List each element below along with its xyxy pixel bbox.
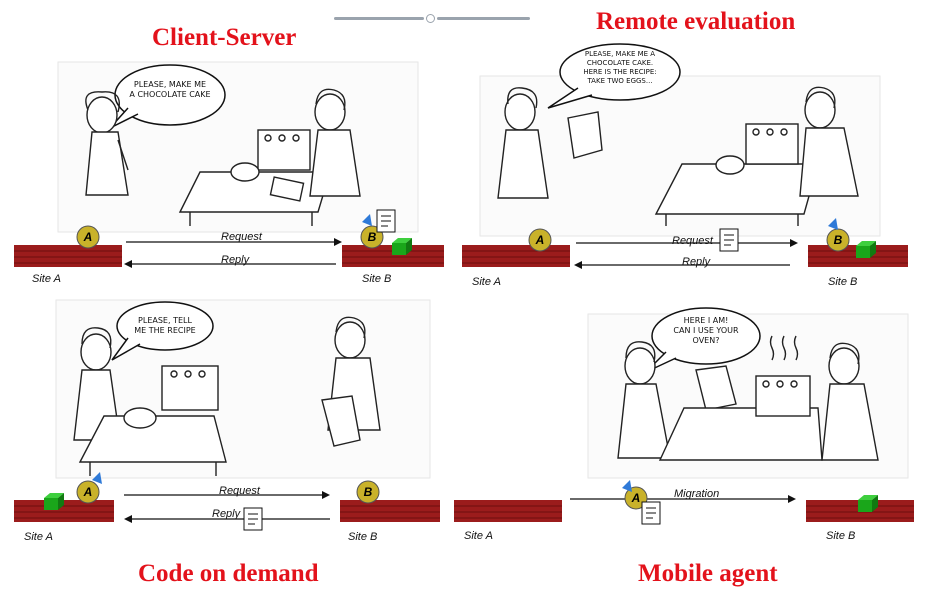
- site-a-label-3: Site A: [24, 531, 53, 543]
- platform-site-a: [462, 245, 570, 267]
- node-a-letter: A: [83, 485, 93, 499]
- recipe-sheet: [567, 111, 603, 159]
- pencil-icon: [622, 480, 632, 492]
- woman-a-figure: [497, 87, 603, 199]
- green-cube-icon: [392, 238, 412, 255]
- pencil-icon: [92, 472, 102, 484]
- woman-b-figure: [309, 88, 361, 197]
- woman-b-figure: [799, 86, 859, 197]
- platform-site-a: [454, 500, 562, 522]
- kitchen-table: [654, 123, 819, 226]
- scroll-track-right: [437, 17, 530, 20]
- title-client-server: Client-Server: [152, 24, 297, 51]
- label-request-2: Request: [672, 235, 713, 247]
- reply-arrowhead: [124, 515, 132, 523]
- label-reply-1: Reply: [221, 254, 250, 266]
- site-a-label-2: Site A: [472, 276, 501, 288]
- migration-arrowhead: [788, 495, 796, 503]
- title-mobile-agent: Mobile agent: [638, 560, 778, 587]
- bubble-code-on-demand: PLEASE, TELL ME THE RECIPE: [134, 316, 196, 335]
- code-on-demand-scene: A B: [14, 299, 440, 531]
- pencil-icon: [362, 214, 372, 226]
- woman-b-figure: [321, 316, 381, 447]
- request-arrowhead: [322, 491, 330, 499]
- kitchen-table: [178, 129, 331, 226]
- bubble-client-server: PLEASE, MAKE ME A CHOCOLATE CAKE: [129, 80, 211, 99]
- recipe-sheet: [695, 365, 737, 411]
- site-b-label-4: Site B: [826, 530, 856, 542]
- woman-a-figure: [73, 327, 121, 441]
- client-server-scene: A B: [14, 61, 444, 268]
- node-a-letter: A: [631, 491, 641, 505]
- reply-arrowhead: [574, 261, 582, 269]
- label-reply-2: Reply: [682, 256, 711, 268]
- site-b-label-1: Site B: [362, 273, 392, 285]
- scroll-knob[interactable]: [426, 14, 435, 23]
- mobile-agent-scene: A: [454, 307, 914, 525]
- pencil-icon: [828, 218, 838, 230]
- label-request-3: Request: [219, 485, 260, 497]
- reply-arrowhead: [124, 260, 132, 268]
- bubble-remote-evaluation: PLEASE, MAKE ME A CHOCOLATE CAKE. HERE I…: [583, 50, 657, 85]
- node-a-coin: [528, 228, 552, 252]
- bubble-mobile-agent: HERE I AM! CAN I USE YOUR OVEN?: [673, 316, 739, 345]
- node-b-coin: [356, 480, 380, 504]
- platform-site-a: [14, 245, 122, 267]
- platform-site-b: [342, 245, 444, 267]
- request-arrowhead: [790, 239, 798, 247]
- node-b-letter: B: [364, 485, 373, 499]
- platform-site-a: [14, 500, 114, 522]
- node-a-letter: A: [83, 230, 93, 244]
- recipe-sheet: [321, 395, 361, 447]
- site-b-label-2: Site B: [828, 276, 858, 288]
- site-b-label-3: Site B: [348, 531, 378, 543]
- node-b-letter: B: [834, 233, 843, 247]
- woman-a-figure: [617, 341, 737, 459]
- site-a-label-1: Site A: [32, 273, 61, 285]
- slide-scroll-indicator[interactable]: [334, 14, 530, 23]
- recipe-document-icon: [376, 209, 396, 233]
- title-remote-evaluation: Remote evaluation: [596, 8, 796, 35]
- node-a-coin: [76, 225, 100, 249]
- green-cube-icon: [44, 493, 64, 510]
- woman-b-figure: [821, 342, 879, 461]
- node-b-letter: B: [368, 230, 377, 244]
- site-a-label-4: Site A: [464, 530, 493, 542]
- green-cube-icon: [858, 495, 878, 512]
- platform-site-b: [340, 500, 440, 522]
- label-reply-3: Reply: [212, 508, 241, 520]
- recipe-document-icon: [641, 501, 661, 525]
- panel-mobile-agent: A HERE I AM! CAN I USE YOUR OVEN? Migrat…: [450, 300, 931, 560]
- node-a-coin: [76, 480, 100, 504]
- panel-code-on-demand: A B PLEASE, TELL ME THE RECIPE Request R…: [0, 299, 465, 560]
- node-a-letter: A: [535, 233, 545, 247]
- kitchen-table: [658, 335, 823, 461]
- panel-client-server: A B PLEASE, MAKE ME A CHOCOLATE CAKE Req…: [0, 0, 465, 300]
- scroll-track-left: [334, 17, 424, 20]
- title-code-on-demand: Code on demand: [138, 560, 319, 587]
- remote-evaluation-scene: A B: [462, 43, 908, 269]
- recipe-document-icon: [243, 507, 263, 531]
- label-request-1: Request: [221, 231, 262, 243]
- woman-a-figure: [85, 91, 129, 196]
- panel-remote-evaluation: A B PLEASE, MAKE ME A CHOCOLATE CAKE. HE…: [450, 0, 931, 300]
- node-b-coin: [826, 228, 850, 252]
- recipe-document-icon: [719, 228, 739, 252]
- label-migration: Migration: [674, 488, 720, 500]
- request-arrowhead: [334, 238, 342, 246]
- green-cube-icon: [856, 241, 876, 258]
- kitchen-table: [78, 365, 227, 476]
